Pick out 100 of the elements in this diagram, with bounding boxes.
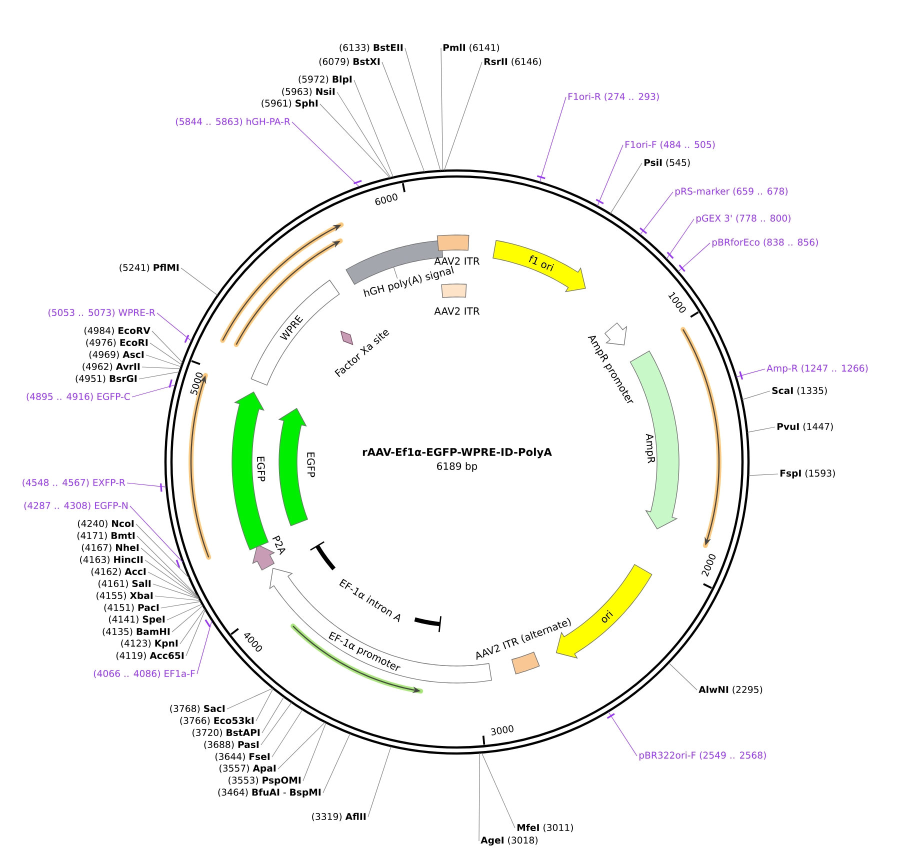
node-label: P2A: [272, 536, 286, 556]
enzyme-label: (3688) PasI: [204, 740, 259, 750]
enzyme-label: (6133) BstEII: [340, 44, 403, 52]
enzyme-label: PvuI (1447): [777, 422, 833, 432]
enzyme-label: PsiI (545): [644, 158, 690, 168]
enzyme-label: (4951) BsrGI: [76, 374, 137, 384]
enzyme-label: (5961) SphI: [262, 99, 318, 108]
primer-label: pBRforEco (838 .. 856): [712, 238, 818, 248]
leader-line: [444, 62, 482, 171]
gene-feature: f1 ori: [492, 240, 586, 292]
enzyme-label: AlwNI (2295): [698, 686, 762, 694]
enzyme-label: (4135) BamHI: [102, 628, 170, 636]
gene-feature: EGFP: [232, 392, 269, 550]
leader-line: [640, 192, 674, 235]
tick-label: 5000: [190, 372, 203, 396]
leader-line: [132, 384, 176, 398]
enzyme-label: FspI (1593): [780, 470, 835, 478]
primer-label: pBR322ori-F (2549 .. 2568): [639, 751, 766, 761]
primer-label: (4895 .. 4916) EGFP-C: [26, 392, 130, 402]
enzyme-label: (4151) PacI: [104, 604, 159, 612]
primer-label: F1ori-F (484 .. 505): [626, 140, 715, 150]
enzyme-label: (4167) NheI: [82, 544, 139, 552]
leader-line: [668, 662, 698, 690]
node-label: EGFP: [307, 452, 315, 478]
leader-line: [260, 702, 292, 746]
enzyme-label: (3720) BstAPI: [192, 728, 260, 738]
feature-box: AAV2 ITR: [434, 284, 480, 315]
enzyme-label: AgeI (3018): [480, 836, 538, 846]
leader-line: [292, 122, 360, 188]
leader-line: [172, 605, 204, 632]
leader-line: [278, 722, 326, 770]
leader-line: [152, 330, 183, 363]
leader-line: [382, 62, 425, 172]
node-label: AAV2 ITR: [434, 257, 480, 265]
gene-feature: EGFP: [278, 408, 315, 526]
plasmid-name: rAAV-Ef1α-EGFP-WPRE-ID-PolyA: [362, 448, 552, 458]
leader-line: [539, 96, 566, 182]
leader-line: [478, 752, 480, 842]
enzyme-label: (4240) NcoI: [78, 520, 134, 528]
leader-line: [666, 218, 694, 260]
primer-label: (4066 .. 4086) EF1a-F: [94, 670, 195, 678]
enzyme-label: (4984) EcoRV: [84, 326, 150, 336]
leader-line: [678, 242, 710, 272]
leader-line: [146, 354, 182, 368]
enzyme-label: (3319) AflII: [312, 812, 366, 822]
leader-line: [302, 722, 326, 782]
primer-label: pGEX 3' (778 .. 800): [696, 214, 790, 224]
enzyme-label: (5963) NsiI: [282, 88, 335, 96]
leader-line: [262, 696, 284, 734]
leader-line: [336, 92, 391, 178]
leader-line: [130, 506, 183, 562]
leader-line: [142, 366, 181, 370]
leader-line: [136, 524, 190, 578]
enzyme-label: (4969) AscI: [89, 350, 144, 360]
enzyme-label: (4171) BmtI: [77, 532, 135, 540]
leader-line: [152, 584, 200, 600]
enzyme-label: ScaI (1335): [772, 386, 827, 396]
enzyme-label: (4976) EcoRI: [86, 338, 148, 348]
leader-line: [256, 688, 274, 722]
enzyme-label: (3557) ApaI: [220, 764, 276, 774]
primer-label: (4548 .. 4567) EXFP-R: [22, 478, 126, 488]
leader-line: [597, 144, 624, 206]
leader-line: [136, 536, 198, 597]
leader-line: [742, 390, 770, 400]
enzyme-label: MfeI (3011): [517, 824, 573, 832]
primer-label: Amp-R (1247 .. 1266): [766, 364, 868, 374]
enzyme-label: (4141) SpeI: [109, 616, 165, 624]
enzyme-label: (3644) FseI: [215, 752, 270, 762]
enzyme-label: PmlI (6141): [443, 44, 500, 52]
enzyme-label: (5241) PflMI: [120, 264, 179, 272]
tick-label: 3000: [490, 725, 514, 736]
leader-line: [481, 752, 516, 828]
leader-line: [747, 426, 776, 433]
leader-line: [608, 711, 638, 756]
node-label: AAV2 ITR: [434, 307, 480, 315]
leader-line: [180, 608, 205, 644]
leader-line: [320, 104, 390, 178]
leader-line: [736, 368, 766, 378]
tick-label: 2000: [702, 554, 716, 577]
leader-line: [226, 688, 273, 710]
enzyme-label: (3553) PspOMI: [228, 776, 301, 786]
leader-line: [160, 601, 201, 608]
enzyme-label: RsrII (6146): [484, 58, 542, 66]
enzyme-label: (4155) XbaI: [96, 592, 153, 600]
enzyme-label: (4123) KpnI: [121, 640, 178, 648]
enzyme-label: (4162) AccI: [91, 568, 146, 576]
leader-line: [138, 372, 180, 380]
enzyme-label: (5972) BlpI: [298, 75, 352, 84]
enzyme-label: (4163) HincII: [80, 556, 143, 564]
enzyme-label: (3768) SacI: [170, 704, 225, 714]
leader-line: [150, 342, 182, 366]
leader-line: [180, 268, 218, 296]
leader-line: [748, 474, 778, 476]
leader-line: [186, 609, 206, 656]
leader-line: [404, 48, 441, 171]
primer-label: F1ori-R (274 .. 293): [568, 92, 659, 102]
leader-line: [196, 620, 212, 674]
leader-line: [440, 48, 444, 171]
leader-line: [368, 746, 392, 818]
leader-line: [148, 572, 200, 599]
